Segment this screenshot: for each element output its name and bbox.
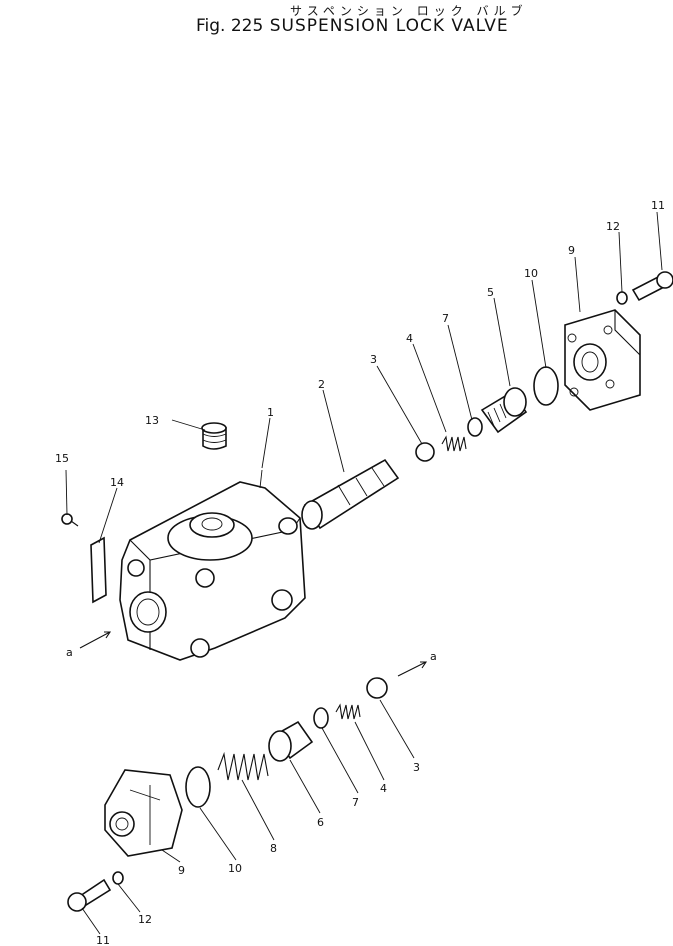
spool (301, 458, 400, 530)
callout-7-upper: 7 (442, 312, 449, 325)
ball-upper (415, 442, 435, 462)
ball-lower (366, 677, 388, 699)
spring-upper (441, 435, 467, 452)
callout-1: 1 (267, 406, 274, 419)
callout-8: 8 (270, 842, 277, 855)
callout-9-upper: 9 (568, 244, 575, 257)
plug (201, 422, 227, 450)
callout-3-lower: 3 (413, 761, 420, 774)
callout-12-upper: 12 (606, 220, 620, 233)
bolt-lower (67, 878, 112, 912)
callout-4-upper: 4 (406, 332, 413, 345)
view-marker-right: a (430, 650, 437, 663)
callout-11-lower: 11 (96, 934, 110, 946)
washer-lower (112, 871, 124, 885)
check-valve (480, 387, 528, 434)
figure-title-text: SUSPENSION LOCK VALVE (269, 16, 509, 36)
callout-10-upper: 10 (524, 267, 538, 280)
callout-12-lower: 12 (138, 913, 152, 926)
callout-7-lower: 7 (352, 796, 359, 809)
view-marker-left: a (66, 646, 73, 659)
callout-14: 14 (110, 476, 124, 489)
o-ring-upper-small (467, 417, 483, 437)
screw-15 (61, 513, 79, 527)
callout-4-lower: 4 (380, 782, 387, 795)
callout-11-upper: 11 (651, 199, 665, 212)
callout-10-lower: 10 (228, 862, 242, 875)
callout-2: 2 (318, 378, 325, 391)
o-ring-upper-large (533, 366, 559, 406)
title-japanese: サスペンション ロック バルブ (290, 4, 528, 18)
plate (90, 536, 107, 604)
leader-lines (65, 211, 663, 935)
figure-title: Fig. 225 SUSPENSION LOCK VALVE (196, 16, 556, 36)
callout-9-lower: 9 (178, 864, 185, 877)
callout-3-upper: 3 (370, 353, 377, 366)
seat (268, 720, 314, 762)
cover-lower (104, 769, 183, 857)
bolt-upper (631, 271, 673, 302)
callout-5: 5 (487, 286, 494, 299)
figure-number: Fig. 225 (196, 16, 264, 36)
valve-body (119, 469, 306, 661)
spring-lower-large (217, 751, 269, 781)
o-ring-lower-large (185, 766, 211, 808)
washer-upper (616, 291, 628, 305)
spring-lower-small (335, 703, 361, 720)
callout-15: 15 (55, 452, 69, 465)
callout-6: 6 (317, 816, 324, 829)
o-ring-lower-small (313, 707, 329, 729)
cover-upper (564, 309, 641, 411)
callout-13: 13 (145, 414, 159, 427)
